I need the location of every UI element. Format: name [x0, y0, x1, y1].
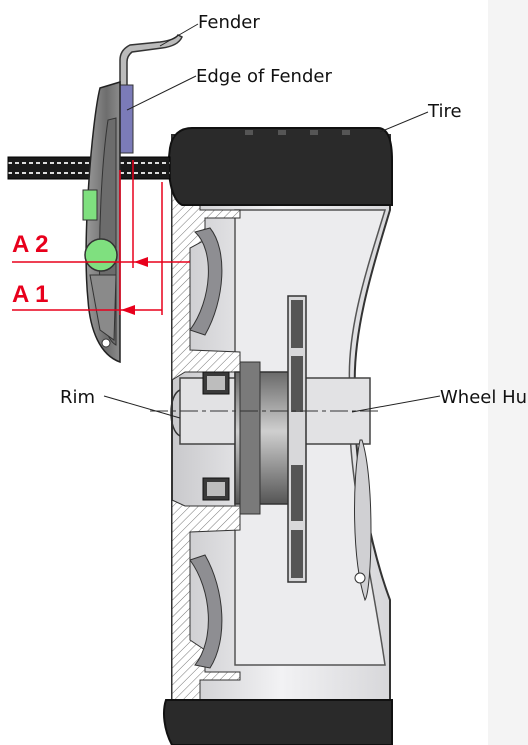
hub-collar: [239, 361, 261, 515]
tire-lower: [163, 699, 393, 745]
gauge-slot-lower: [89, 274, 117, 341]
tire-label: Tire: [427, 101, 462, 122]
rim-spoke-lower: [189, 554, 223, 669]
measuring-bar: [7, 156, 171, 180]
callouts: [103, 23, 441, 419]
edge-of-fender-leader: [126, 75, 197, 111]
fender-label: Fender: [198, 12, 260, 33]
rim-valve: [354, 572, 366, 584]
wheel-nut-upper: [202, 371, 230, 395]
rim-label: Rim: [60, 387, 95, 408]
measurement-lines: [12, 160, 190, 315]
rim-leader: [103, 395, 181, 419]
tire-leader: [379, 111, 429, 133]
rim-center-cap: [170, 389, 181, 437]
right-margin-strip: [488, 0, 528, 745]
tire-upper: [167, 127, 393, 206]
fender-leader: [159, 23, 199, 47]
tire-tread-marks-top: [245, 130, 350, 135]
edge-of-fender-marker: [119, 84, 134, 154]
gauge-bubble: [84, 238, 118, 272]
a1-label: A 1: [12, 281, 48, 308]
rim-inner-contour: [354, 439, 372, 602]
a2-arrow: [134, 257, 148, 267]
a1-arrow: [121, 305, 135, 315]
edge-of-fender-label: Edge of Fender: [196, 66, 332, 87]
wheel-assembly: [150, 127, 393, 745]
gauge-window: [82, 189, 98, 221]
brake-disc: [287, 295, 307, 583]
a2-label: A 2: [12, 231, 48, 258]
gauge-pivot: [101, 338, 111, 348]
wheel-hub-leader: [351, 395, 441, 413]
wheel-hub-label: Wheel Hub: [440, 387, 528, 408]
fender-gauge: [82, 34, 183, 364]
rim-spoke-upper: [189, 227, 223, 336]
rim-flange-section: [171, 159, 241, 381]
wheel-nut-lower: [202, 477, 230, 501]
